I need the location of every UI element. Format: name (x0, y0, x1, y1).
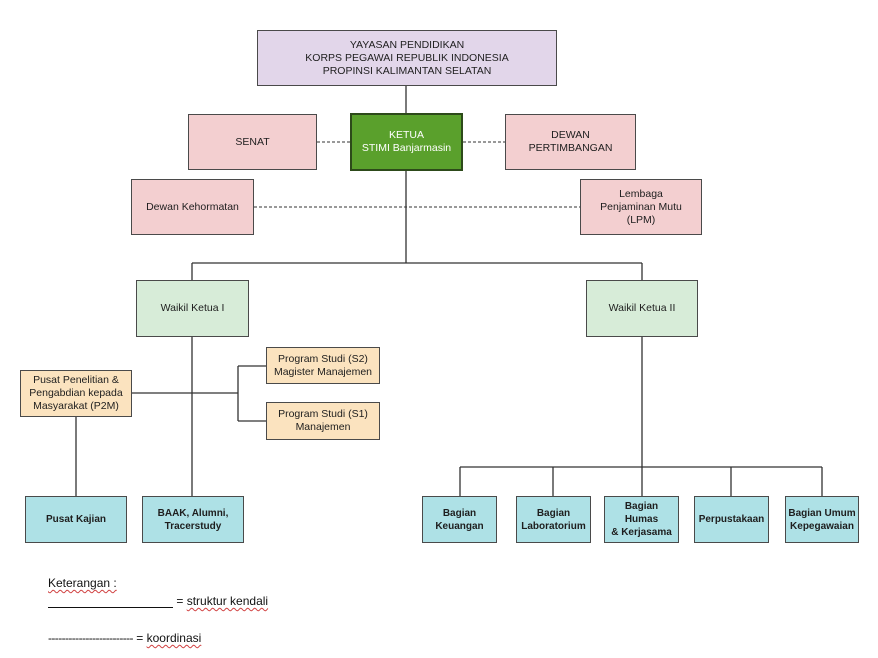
wakil-ketua-1-box: Waikil Ketua I (136, 280, 249, 337)
legend-solid-eq: = (176, 594, 184, 608)
prodi-s2-line-1: Program Studi (S2) (278, 352, 368, 365)
bagian-laboratorium-line-1: Bagian (536, 507, 571, 519)
prodi-s2-box: Program Studi (S2) Magister Manajemen (266, 347, 380, 384)
pusat-kajian-box: Pusat Kajian (25, 496, 127, 543)
yayasan-box: YAYASAN PENDIDIKAN KORPS PEGAWAI REPUBLI… (257, 30, 557, 86)
dewan-pertimbangan-line-1: DEWAN (551, 129, 590, 141)
bagian-laboratorium-line-2: Laboratorium (521, 520, 586, 532)
prodi-s1-box: Program Studi (S1) Manajemen (266, 402, 380, 440)
bagian-keuangan-line-1: Bagian (442, 507, 477, 519)
prodi-s2-line-2: Magister Manajemen (273, 365, 373, 378)
prodi-s1-line-2: Manajemen (295, 421, 351, 433)
yayasan-line-2: KORPS PEGAWAI REPUBLIK INDONESIA (305, 51, 509, 64)
senat-label: SENAT (235, 135, 270, 148)
p2m-line-3: Masyarakat (P2M) (33, 400, 119, 412)
yayasan-line-3: PROPINSI KALIMANTAN SELATAN (322, 64, 492, 77)
legend-dashed-eq: = (136, 631, 144, 645)
baak-line-2: Tracerstudy (164, 520, 222, 532)
ketua-line-1: KETUA (388, 129, 424, 141)
legend-solid-row: = struktur kendali (48, 594, 268, 608)
senat-box: SENAT (188, 114, 317, 170)
lpm-line-1: Lembaga (619, 187, 663, 200)
bagian-humas-box: Bagian Humas & Kerjasama (604, 496, 679, 543)
legend-solid-label: struktur kendali (186, 594, 269, 608)
bagian-keuangan-line-2: Keuangan (435, 520, 484, 532)
pusat-kajian-label: Pusat Kajian (45, 514, 107, 525)
baak-box: BAAK, Alumni, Tracerstudy (142, 496, 244, 543)
legend-solid-line (48, 595, 173, 608)
wakil-ketua-1-label: Waikil Ketua I (160, 302, 225, 314)
lpm-line-3: (LPM) (626, 213, 656, 226)
dewan-pertimbangan-box: DEWAN PERTIMBANGAN (505, 114, 636, 170)
p2m-line-1: Pusat Penelitian & (33, 374, 119, 386)
legend-dashed-label: koordinasi (146, 631, 202, 645)
yayasan-line-1: YAYASAN PENDIDIKAN (349, 38, 465, 51)
legend-dashed-row: ------------------------- = koordinasi (48, 631, 201, 645)
bagian-humas-line-2: & Kerjasama (611, 527, 672, 538)
bagian-humas-line-1: Bagian Humas (624, 501, 659, 525)
dewan-kehormatan-label: Dewan Kehormatan (146, 200, 239, 213)
legend-title: Keterangan : (48, 576, 117, 590)
p2m-line-2: Pengabdian kepada (29, 387, 123, 399)
legend-dashed-line: ------------------------- (48, 631, 134, 645)
baak-line-1: BAAK, Alumni, (157, 507, 229, 519)
dewan-pertimbangan-line-2: PERTIMBANGAN (528, 142, 613, 154)
perpustakaan-box: Perpustakaan (694, 496, 769, 543)
lpm-line-2: Penjaminan Mutu (600, 200, 682, 213)
wakil-ketua-2-box: Waikil Ketua II (586, 280, 698, 337)
bagian-umum-line-2: Kepegawaian (790, 520, 854, 532)
legend-title-text: Keterangan : (48, 576, 117, 590)
bagian-keuangan-box: Bagian Keuangan (422, 496, 497, 543)
wakil-ketua-2-label: Waikil Ketua II (608, 302, 676, 314)
perpustakaan-label: Perpustakaan (698, 514, 765, 525)
p2m-box: Pusat Penelitian & Pengabdian kepada Mas… (20, 370, 132, 417)
dewan-kehormatan-box: Dewan Kehormatan (131, 179, 254, 235)
ketua-line-2: STIMI Banjarmasin (361, 142, 452, 154)
bagian-umum-box: Bagian Umum Kepegawaian (785, 496, 859, 543)
bagian-umum-line-1: Bagian Umum (788, 507, 856, 519)
bagian-laboratorium-box: Bagian Laboratorium (516, 496, 591, 543)
prodi-s1-line-1: Program Studi (S1) (278, 408, 368, 420)
ketua-box: KETUA STIMI Banjarmasin (350, 113, 463, 171)
lpm-box: Lembaga Penjaminan Mutu (LPM) (580, 179, 702, 235)
